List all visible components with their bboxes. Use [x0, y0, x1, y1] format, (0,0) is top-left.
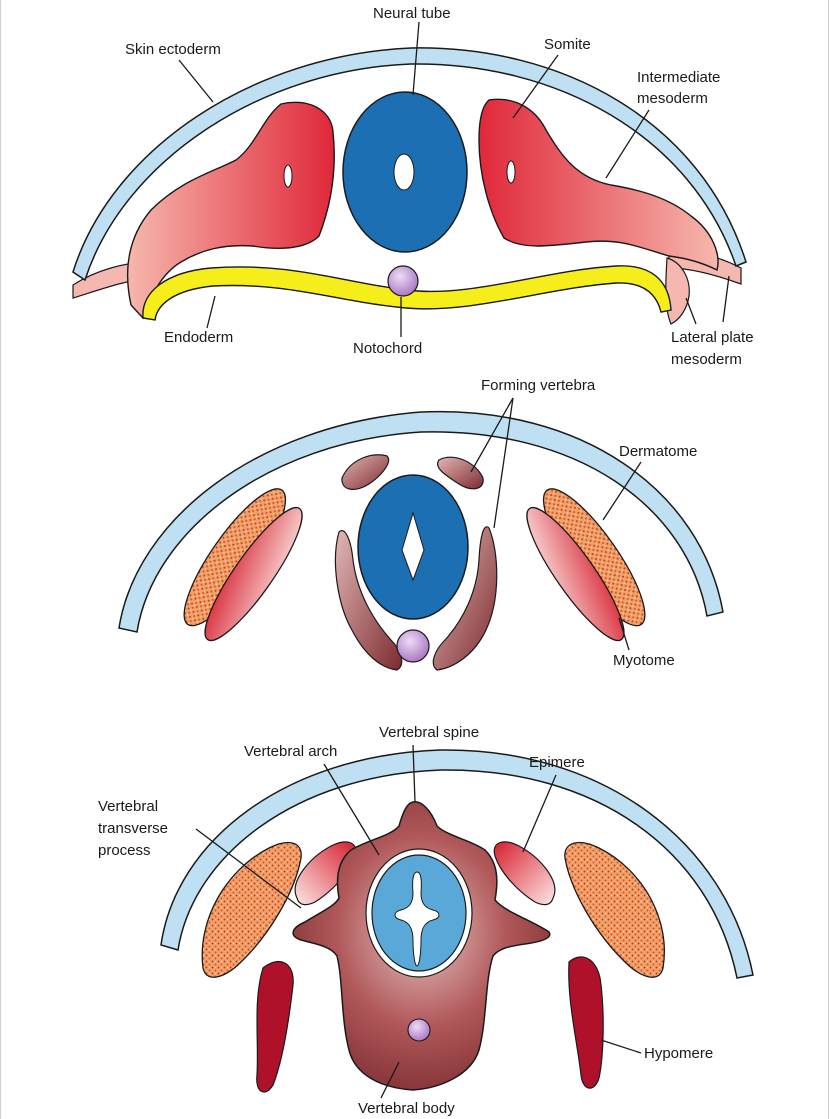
somite-cavity-right — [507, 161, 515, 183]
label-forming-vertebra: Forming vertebra — [481, 377, 596, 394]
label-vertebral-spine: Vertebral spine — [379, 724, 479, 741]
label-endoderm: Endoderm — [164, 329, 233, 346]
label-lateral-line1: Lateral plate — [671, 329, 754, 346]
dermomyotome-right — [511, 477, 661, 651]
label-vertebral-body: Vertebral body — [358, 1100, 455, 1117]
label-hypomere: Hypomere — [644, 1045, 713, 1062]
label-transverse-line1: Vertebral — [98, 798, 158, 815]
label-skin-ectoderm: Skin ectoderm — [125, 41, 221, 58]
notochord-2 — [397, 630, 429, 662]
label-intermediate-line1: Intermediate — [637, 69, 720, 86]
label-intermediate-line2: mesoderm — [637, 90, 708, 107]
forming-vertebra-top-left — [342, 455, 389, 490]
neural-canal — [394, 154, 414, 190]
label-transverse-line3: process — [98, 842, 151, 859]
label-neural-tube: Neural tube — [373, 5, 451, 22]
label-notochord: Notochord — [353, 340, 422, 357]
label-myotome: Myotome — [613, 652, 675, 669]
label-somite: Somite — [544, 36, 591, 53]
label-dermatome: Dermatome — [619, 443, 697, 460]
label-vertebral-arch: Vertebral arch — [244, 743, 337, 760]
epimere-right — [494, 842, 555, 905]
label-lateral-line2: mesoderm — [671, 351, 742, 368]
notochord-remnant — [408, 1019, 430, 1041]
notochord — [388, 266, 418, 296]
panel-3 — [161, 750, 753, 1092]
label-transverse-line2: transverse — [98, 820, 168, 837]
hypomere-right — [569, 957, 603, 1088]
label-epimere: Epimere — [529, 754, 585, 771]
hypomere-left — [257, 962, 293, 1093]
somite-cavity-left — [284, 165, 292, 187]
somite-right — [479, 99, 718, 270]
